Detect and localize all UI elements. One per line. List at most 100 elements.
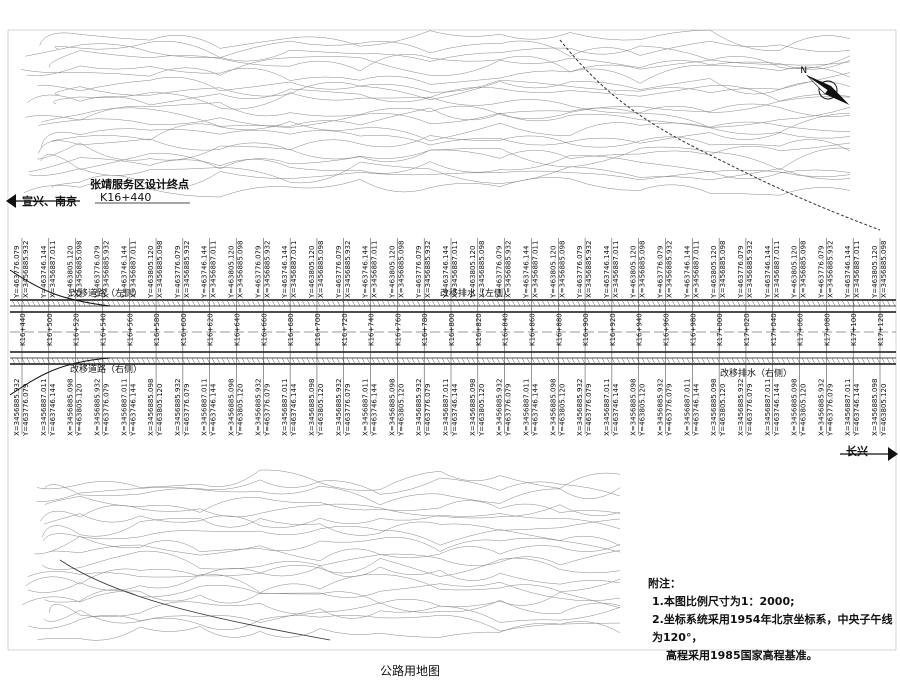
drainage-hatch: [291, 357, 296, 365]
drainage-hatch: [51, 357, 56, 365]
drainage-hatch: [836, 357, 841, 365]
drainage-hatch: [671, 357, 676, 365]
coordinate-label: Y=463805.120: [469, 246, 477, 299]
drainage-hatch: [276, 357, 281, 365]
coordinate-label: Y=463746.144: [773, 383, 781, 437]
drainage-hatch: [296, 299, 301, 307]
drainage-hatch: [831, 357, 836, 365]
drainage-hatch: [771, 357, 776, 365]
drainage-hatch: [581, 357, 586, 365]
coordinate-label: X=3456885.932: [22, 241, 30, 298]
coordinate-label: Y=463776.079: [817, 246, 825, 299]
drainage-hatch: [351, 299, 356, 307]
drainage-hatch: [851, 299, 856, 307]
drainage-hatch: [486, 299, 491, 307]
contour-line: [29, 161, 851, 184]
drainage-hatch: [81, 299, 86, 307]
drainage-hatch: [516, 357, 521, 365]
drainage-hatch: [246, 299, 251, 307]
drainage-hatch: [256, 299, 261, 307]
coordinate-label: X=3456885.932: [746, 241, 754, 298]
drainage-hatch: [491, 299, 496, 307]
drainage-hatch: [361, 299, 366, 307]
drainage-hatch: [666, 357, 671, 365]
drainage-hatch: [766, 299, 771, 307]
drainage-hatch: [51, 299, 56, 307]
drainage-hatch: [781, 357, 786, 365]
drainage-hatch: [811, 299, 816, 307]
drainage-hatch: [496, 357, 501, 365]
drainage-hatch: [611, 299, 616, 307]
contour-line: [25, 43, 851, 66]
contour-line: [43, 477, 621, 497]
contour-line: [28, 614, 621, 633]
contour-line: [27, 557, 621, 578]
contour-line: [39, 29, 851, 51]
drainage-hatch: [161, 299, 166, 307]
drainage-hatch: [566, 299, 571, 307]
drainage-hatch: [301, 299, 306, 307]
chainage-label: K16+680: [287, 313, 295, 346]
drainage-hatch: [866, 299, 871, 307]
coordinate-label: X=3456887.011: [773, 241, 781, 298]
contour-line: [41, 517, 621, 538]
drainage-hatch: [511, 357, 516, 365]
drainage-hatch: [736, 299, 741, 307]
chainage-label: K16+780: [421, 313, 429, 346]
drainage-hatch: [736, 357, 741, 365]
chainage-label: K16+740: [368, 313, 376, 346]
coordinate-label: X=3456887.011: [612, 241, 620, 298]
drainage-hatch: [271, 299, 276, 307]
contour-line: [43, 605, 621, 624]
drainage-hatch: [621, 357, 626, 365]
contour-line: [20, 56, 851, 77]
chainage-label: K16+760: [394, 313, 402, 346]
contour-line: [41, 550, 621, 570]
drainage-hatch: [231, 357, 236, 365]
drainage-hatch: [416, 299, 421, 307]
drainage-hatch: [251, 357, 256, 365]
contour-line: [37, 622, 621, 641]
drainage-hatch: [186, 357, 191, 365]
contour-line: [34, 536, 621, 555]
direction-right-label: 长兴: [846, 445, 868, 458]
coordinate-label: X=3456887.011: [683, 379, 691, 436]
drainage-hatch: [156, 299, 161, 307]
drainage-hatch: [696, 299, 701, 307]
contour-line: [49, 599, 621, 618]
drainage-hatch: [236, 299, 241, 307]
right-arrow-icon: [840, 447, 898, 461]
coordinate-label: Y=463776.079: [102, 384, 110, 437]
drainage-hatch: [141, 357, 146, 365]
drainage-hatch: [651, 357, 656, 365]
drainage-hatch: [381, 357, 386, 365]
coordinate-label: Y=463776.079: [505, 384, 513, 437]
drainage-hatch: [806, 357, 811, 365]
drainage-hatch: [496, 299, 501, 307]
drainage-hatch: [721, 357, 726, 365]
contour-line: [38, 112, 851, 135]
coordinate-label: X=3456885.932: [496, 379, 504, 436]
drainage-hatch: [116, 357, 121, 365]
drainage-hatch: [526, 299, 531, 307]
drainage-hatch: [166, 357, 171, 365]
chainage-label: K16+920: [609, 313, 617, 346]
coordinate-label: Y=463805.120: [800, 384, 808, 437]
coordinate-label: X=3456885.932: [254, 379, 262, 436]
contour-line: [26, 64, 851, 85]
drainage-hatch: [146, 357, 151, 365]
drainage-hatch: [266, 357, 271, 365]
drainage-hatch: [46, 357, 51, 365]
chainage-label: K16+720: [341, 313, 349, 346]
drainage-hatch: [241, 299, 246, 307]
drainage-hatch: [356, 299, 361, 307]
drainage-hatch: [771, 299, 776, 307]
drainage-hatch: [816, 357, 821, 365]
drainage-hatch: [876, 357, 881, 365]
left-arrow-icon: [6, 194, 80, 208]
coordinate-label: X=3456885.098: [317, 241, 325, 298]
chainage-label: K16+660: [260, 313, 268, 346]
coordinate-label: X=3456887.011: [522, 379, 530, 436]
contour-line: [53, 92, 851, 114]
